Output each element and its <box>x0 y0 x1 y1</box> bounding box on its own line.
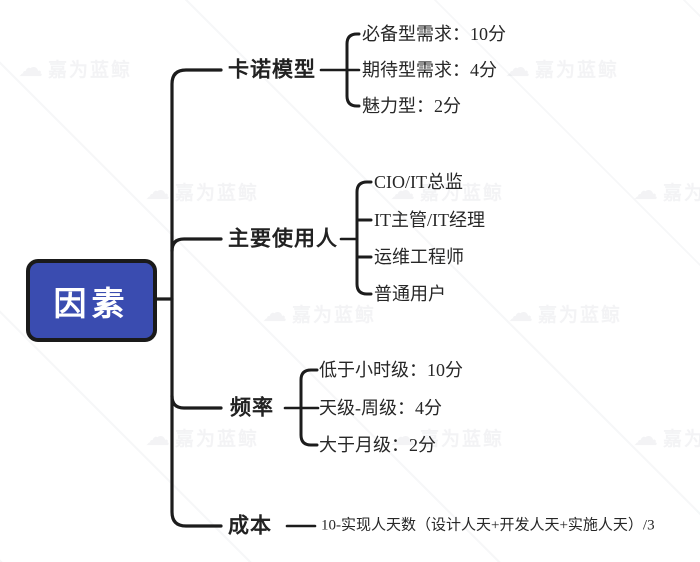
leaf-node: 必备型需求：10分 <box>362 24 506 44</box>
leaf-node: IT主管/IT经理 <box>374 210 485 230</box>
branch-label-kano-model: 卡诺模型 <box>228 57 316 82</box>
leaf-node: 普通用户 <box>374 284 446 304</box>
branch-label-main-users: 主要使用人 <box>228 226 338 251</box>
leaf-node: 运维工程师 <box>374 247 464 267</box>
leaf-node-cost-formula: 10-实现人天数（设计人天+开发人天+实施人天）/3 <box>321 517 655 534</box>
leaf-node: 大于月级：2分 <box>319 435 436 455</box>
leaf-node: 魅力型：2分 <box>362 96 461 116</box>
root-node-label: 因素 <box>53 284 130 322</box>
root-node: 因素 <box>26 259 157 342</box>
leaf-node: 期待型需求：4分 <box>362 60 497 80</box>
users-branch-line <box>170 237 223 253</box>
branch-label-cost: 成本 <box>228 513 272 538</box>
frequency-branch-line <box>170 394 223 410</box>
trunk-line <box>170 68 223 528</box>
branch-label-frequency: 频率 <box>230 395 274 420</box>
leaf-node: 天级-周级：4分 <box>319 398 442 418</box>
leaf-node: 低于小时级：10分 <box>319 360 463 380</box>
frequency-bracket <box>299 368 319 447</box>
users-bracket <box>355 180 373 296</box>
kano-bracket <box>345 32 361 108</box>
leaf-node: CIO/IT总监 <box>374 172 463 192</box>
